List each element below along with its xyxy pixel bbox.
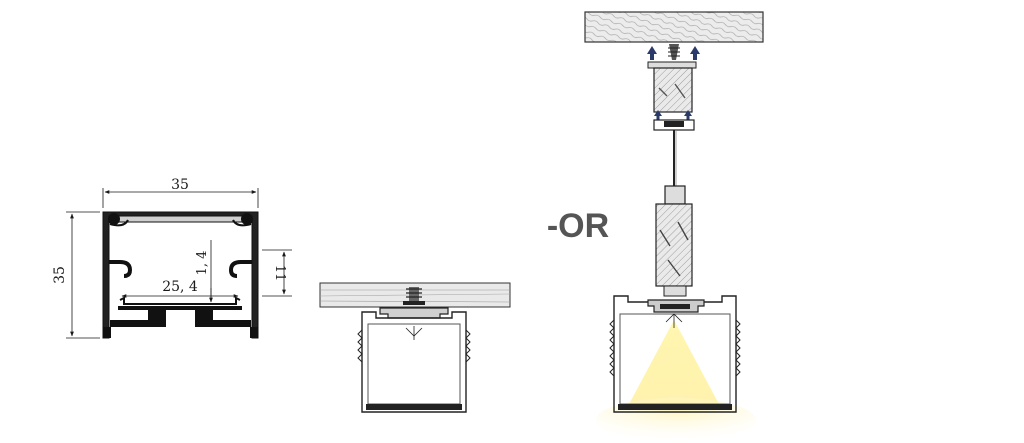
up-arrow-icon <box>647 46 700 60</box>
suspension-mount-drawing <box>584 11 764 442</box>
wall-thickness-dimension-label: 1, 4 <box>195 251 210 276</box>
profile-cross-section: 35 35 25, 4 1, 4 11 <box>52 177 292 339</box>
width-dimension-label: 35 <box>171 177 189 193</box>
ceiling-block <box>584 11 764 43</box>
light-beam <box>628 320 720 406</box>
up-arrow-icon <box>654 110 692 121</box>
surface-mount-drawing <box>319 282 511 413</box>
ceiling-screw-icon <box>668 44 680 60</box>
screw-icon <box>403 287 425 305</box>
or-separator-label: -OR <box>547 207 609 245</box>
clip-height-dimension-label: 11 <box>272 265 287 282</box>
height-dimension-label: 35 <box>52 266 68 284</box>
inner-width-dimension-label: 25, 4 <box>162 279 198 295</box>
